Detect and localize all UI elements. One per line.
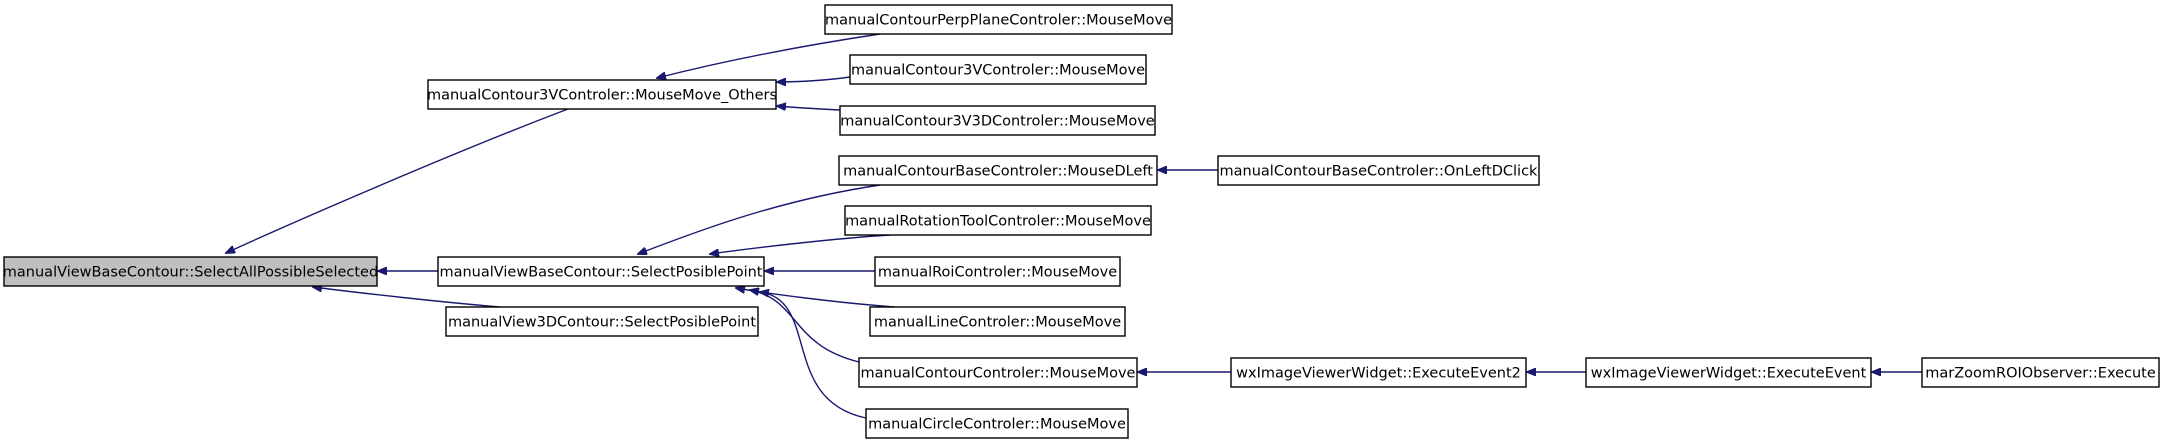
node-label: wxImageViewerWidget::ExecuteEvent2 [1236, 366, 1521, 382]
edge-n9-n3 [710, 234, 891, 254]
graph-node[interactable]: manualView3DContour::SelectPosiblePoint [445, 306, 759, 337]
node-label: manualLineControler::MouseMove [874, 315, 1121, 331]
graph-node[interactable]: manualContour3V3DControler::MouseMove [839, 105, 1156, 136]
node-box [839, 105, 1156, 136]
graph-node[interactable]: manualViewBaseContour::SelectAllPossible… [3, 256, 378, 287]
node-label: manualViewBaseContour::SelectAllPossible… [3, 265, 378, 281]
graph-node[interactable]: wxImageViewerWidget::ExecuteEvent [1585, 357, 1872, 388]
node-label: manualContourControler::MouseMove [861, 366, 1136, 382]
graph-node[interactable]: manualRoiControler::MouseMove [874, 256, 1121, 287]
edge-n12-n3 [750, 290, 860, 363]
node-box [844, 205, 1152, 236]
node-label: manualView3DContour::SelectPosiblePoint [448, 315, 756, 331]
node-label: manualContour3V3DControler::MouseMove [840, 114, 1155, 130]
graph-node[interactable]: manualViewBaseContour::SelectPosiblePoin… [437, 256, 765, 287]
edge-n7-n2 [777, 106, 841, 110]
node-box [1921, 357, 2160, 388]
graph-node[interactable]: manualContourBaseControler::OnLeftDClick [1217, 155, 1540, 186]
node-box [858, 357, 1138, 388]
node-label: wxImageViewerWidget::ExecuteEvent [1591, 366, 1867, 382]
node-box [437, 256, 765, 287]
node-box [865, 408, 1129, 439]
node-label: manualRoiControler::MouseMove [878, 265, 1117, 281]
edge-n13-n3 [760, 292, 867, 419]
node-label: manualCircleControler::MouseMove [868, 417, 1126, 433]
graph-node[interactable]: manualContourControler::MouseMove [858, 357, 1138, 388]
node-box [1585, 357, 1872, 388]
graph-node[interactable]: manualContourBaseControler::MouseDLeft [838, 155, 1158, 186]
node-label: marZoomROIObserver::Execute [1925, 366, 2156, 382]
graph-node[interactable]: manualContour3VControler::MouseMove_Othe… [427, 79, 777, 110]
graph-node[interactable]: marZoomROIObserver::Execute [1921, 357, 2160, 388]
edges [226, 33, 1922, 419]
edge-n5-n2 [657, 33, 881, 78]
node-box [427, 79, 777, 110]
node-label: manualContourBaseControler::OnLeftDClick [1220, 164, 1539, 180]
node-label: manualContour3VControler::MouseMove_Othe… [427, 88, 777, 104]
node-box [1217, 155, 1540, 186]
graph-node[interactable]: manualCircleControler::MouseMove [865, 408, 1129, 439]
graph-node[interactable]: manualContour3VControler::MouseMove [849, 54, 1147, 85]
edge-n4-n1 [313, 287, 501, 308]
node-label: manualContour3VControler::MouseMove [851, 63, 1145, 79]
nodes: manualViewBaseContour::SelectAllPossible… [3, 4, 2160, 439]
graph-node[interactable]: wxImageViewerWidget::ExecuteEvent2 [1230, 357, 1527, 388]
node-label: manualContourPerpPlaneControler::MouseMo… [825, 13, 1172, 29]
node-box [445, 306, 759, 337]
node-box [1230, 357, 1527, 388]
node-label: manualViewBaseContour::SelectPosiblePoin… [439, 265, 762, 281]
graph-node[interactable]: manualLineControler::MouseMove [869, 306, 1126, 337]
edge-n11-n3 [736, 288, 896, 308]
node-box [838, 155, 1158, 186]
node-box [874, 256, 1121, 287]
node-box [869, 306, 1126, 337]
edge-n8-n3 [638, 184, 881, 254]
graph-node[interactable]: manualContourPerpPlaneControler::MouseMo… [824, 4, 1173, 35]
node-box [3, 256, 378, 287]
graph-node[interactable]: manualRotationToolControler::MouseMove [844, 205, 1152, 236]
node-label: manualContourBaseControler::MouseDLeft [843, 164, 1153, 180]
node-box [849, 54, 1147, 85]
edge-n2-n1 [226, 108, 569, 253]
node-label: manualRotationToolControler::MouseMove [845, 214, 1151, 230]
node-box [824, 4, 1173, 35]
edge-n6-n2 [777, 76, 851, 82]
